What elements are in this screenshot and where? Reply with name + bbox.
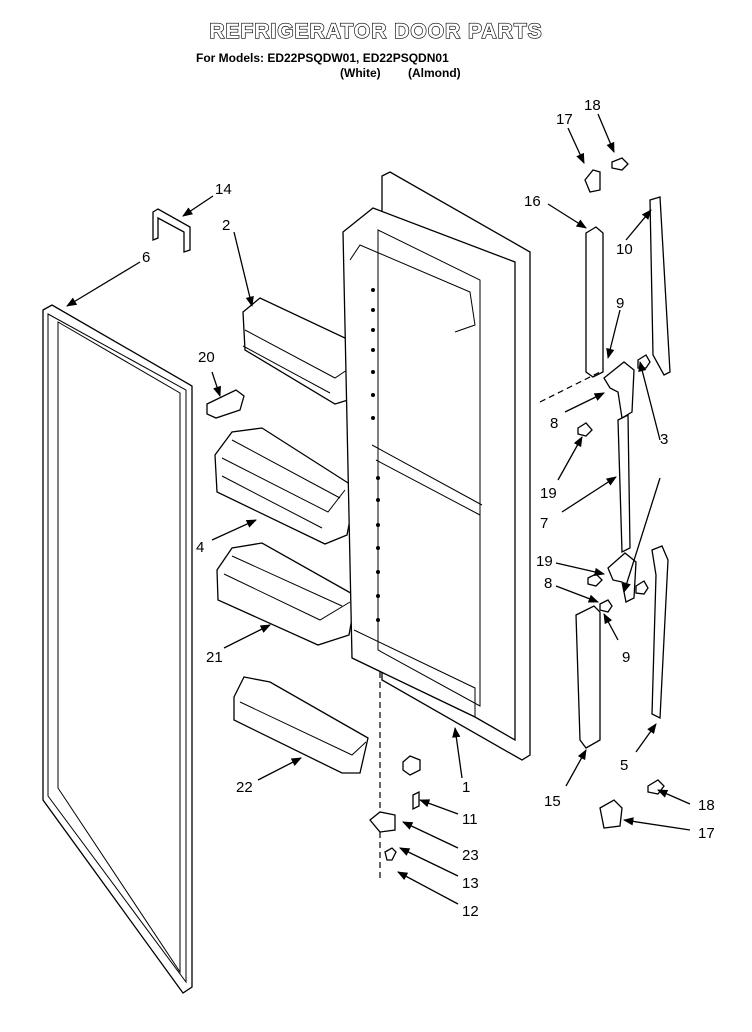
callout-17-bottom: 17 <box>698 825 715 842</box>
callout-3: 3 <box>660 431 668 448</box>
color-label-white: (White) <box>340 66 381 80</box>
callout-8-bottom: 8 <box>544 575 552 592</box>
door-shelf-holes <box>371 288 380 622</box>
part-gasket-clip <box>152 208 191 253</box>
callout-17-top: 17 <box>556 111 573 128</box>
callout-1: 1 <box>462 779 470 796</box>
part-door <box>342 171 531 761</box>
part-dairy-door <box>242 297 361 405</box>
color-label-almond: (Almond) <box>408 66 461 80</box>
callout-18-top: 18 <box>584 97 601 114</box>
callout-4: 4 <box>196 539 204 556</box>
callout-14: 14 <box>215 181 232 198</box>
callout-numbers: 14 2 6 20 4 21 22 1 11 23 13 12 17 18 16… <box>142 97 715 920</box>
page-title: REFRIGERATOR DOOR PARTS <box>209 19 543 43</box>
callout-9-bottom: 9 <box>622 649 630 666</box>
callout-8-top: 8 <box>550 415 558 432</box>
callout-16: 16 <box>524 193 541 210</box>
model-numbers: For Models: ED22PSQDW01, ED22PSQDN01 <box>196 51 449 65</box>
part-door-gasket <box>42 304 193 994</box>
callout-18-bottom: 18 <box>698 797 715 814</box>
callout-11: 11 <box>462 811 478 828</box>
part-door-bin-lower <box>216 542 357 646</box>
callout-7: 7 <box>540 515 548 532</box>
callout-15: 15 <box>544 793 561 810</box>
part-hinge-hardware-lower <box>575 545 669 829</box>
callout-6: 6 <box>142 249 150 266</box>
part-bottom-hinge-pins <box>369 672 421 880</box>
callout-10: 10 <box>616 241 633 258</box>
callout-2: 2 <box>222 217 230 234</box>
part-door-bin-upper <box>214 427 357 545</box>
part-hinge-hardware-upper <box>539 157 671 554</box>
callout-9-top: 9 <box>616 295 624 312</box>
callout-12: 12 <box>462 903 479 920</box>
callout-19-top: 19 <box>540 485 557 502</box>
callout-19-bottom: 19 <box>536 553 553 570</box>
callout-22: 22 <box>236 779 253 796</box>
callout-20: 20 <box>198 349 215 366</box>
callout-21: 21 <box>206 649 223 666</box>
part-stop <box>206 389 245 419</box>
callout-5: 5 <box>620 757 628 774</box>
callout-23: 23 <box>462 847 479 864</box>
leader-lines <box>66 113 691 905</box>
part-door-bin-bottom <box>233 676 369 774</box>
callout-13: 13 <box>462 875 479 892</box>
